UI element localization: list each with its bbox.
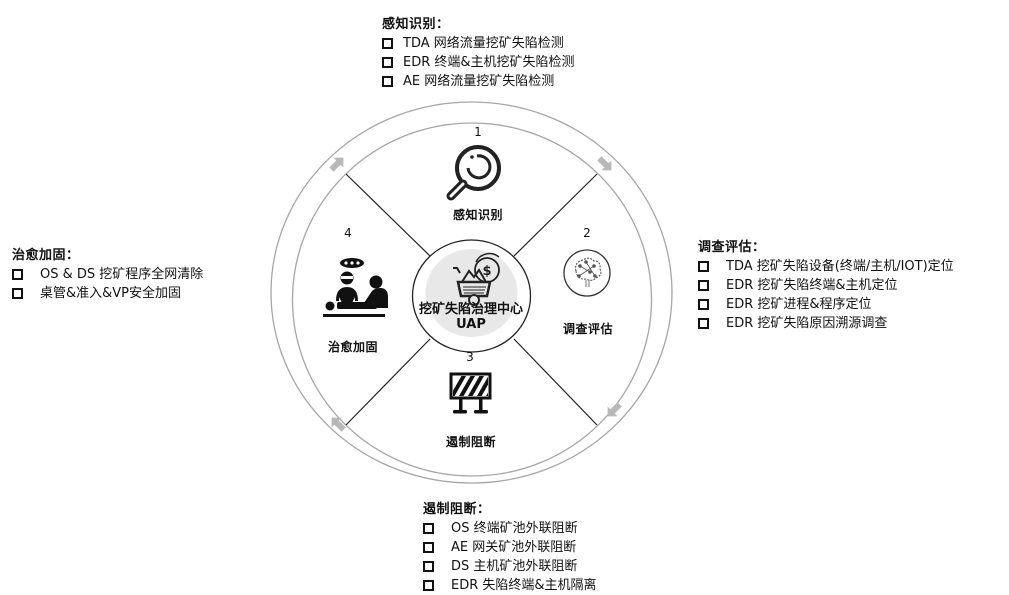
brain-network-icon bbox=[563, 249, 611, 297]
list-item: EDR 挖矿失陷原因溯源调查 bbox=[698, 314, 954, 333]
center-title: 挖矿失陷治理中心 bbox=[418, 302, 524, 317]
list-item: AE 网关矿池外联阻断 bbox=[423, 538, 597, 557]
checkbox-icon bbox=[423, 561, 434, 572]
clockwise-arrow-top-left bbox=[329, 157, 344, 172]
checkbox-icon bbox=[698, 299, 709, 310]
list-item: OS 终端矿池外联阻断 bbox=[423, 519, 597, 538]
inner-ring bbox=[291, 122, 653, 477]
checkbox-icon bbox=[423, 580, 434, 591]
center-subtitle: UAP bbox=[456, 317, 486, 332]
clockwise-arrow-bottom-left bbox=[331, 417, 346, 432]
checkbox-icon bbox=[698, 280, 709, 291]
magnifier-icon bbox=[446, 145, 501, 201]
mining-cart-bitcoin-icon: $ bbox=[453, 252, 500, 306]
segment-2-number: 2 bbox=[583, 226, 591, 240]
callout-detect-title: 感知识别： bbox=[382, 17, 450, 32]
segment-dividers bbox=[345, 173, 598, 426]
list-item: 桌管&准入&VP安全加固 bbox=[12, 284, 203, 303]
checkbox-icon bbox=[698, 261, 709, 272]
checkbox-icon bbox=[12, 288, 23, 299]
callout-remediate-title: 治愈加固： bbox=[12, 248, 80, 263]
checkbox-icon bbox=[698, 318, 709, 329]
callout-remediate: 治愈加固： OS & DS 挖矿程序全网清除 桌管&准入&VP安全加固 bbox=[12, 246, 203, 303]
list-item: EDR 终端&主机挖矿失陷检测 bbox=[382, 53, 575, 72]
list-item: TDA 网络流量挖矿失陷检测 bbox=[382, 34, 575, 53]
checkbox-icon bbox=[423, 523, 434, 534]
callout-contain: 遏制阻断： OS 终端矿池外联阻断 AE 网关矿池外联阻断 DS 主机矿池外联阻… bbox=[423, 500, 597, 595]
outer-ring bbox=[270, 101, 673, 484]
list-item: EDR 挖矿进程&程序定位 bbox=[698, 295, 954, 314]
list-item: TDA 挖矿失陷设备(终端/主机/IOT)定位 bbox=[698, 257, 954, 276]
segment-2-label: 调查评估 bbox=[562, 322, 614, 336]
segment-4-number: 4 bbox=[344, 226, 352, 240]
segment-4-label: 治愈加固 bbox=[327, 340, 379, 354]
checkbox-icon bbox=[12, 269, 23, 280]
list-item: DS 主机矿池外联阻断 bbox=[423, 557, 597, 576]
list-item: EDR 失陷终端&主机隔离 bbox=[423, 576, 597, 595]
callout-investigate-title: 调查评估： bbox=[698, 240, 766, 255]
checkbox-icon bbox=[423, 542, 434, 553]
segment-1-number: 1 bbox=[474, 125, 482, 139]
callout-detect: 感知识别： TDA 网络流量挖矿失陷检测 EDR 终端&主机挖矿失陷检测 AE … bbox=[382, 15, 575, 91]
svg-text:$: $ bbox=[482, 264, 491, 279]
segment-3-label: 遏制阻断 bbox=[445, 435, 497, 449]
list-item: EDR 挖矿失陷终端&主机定位 bbox=[698, 276, 954, 295]
surgery-icon bbox=[323, 258, 388, 317]
clockwise-arrow-top-right bbox=[597, 156, 612, 171]
checkbox-icon bbox=[382, 76, 393, 87]
checkbox-icon bbox=[382, 38, 393, 49]
checkbox-icon bbox=[382, 57, 393, 68]
clockwise-arrow-bottom-right bbox=[607, 402, 622, 417]
list-item: AE 网络流量挖矿失陷检测 bbox=[382, 72, 575, 91]
barrier-icon bbox=[449, 372, 492, 414]
callout-contain-title: 遏制阻断： bbox=[423, 502, 491, 517]
center-hub-label: 挖矿失陷治理中心 UAP bbox=[419, 302, 523, 332]
segment-3-number: 3 bbox=[466, 350, 474, 364]
segment-1-label: 感知识别 bbox=[452, 208, 504, 222]
list-item: OS & DS 挖矿程序全网清除 bbox=[12, 265, 203, 284]
callout-investigate: 调查评估： TDA 挖矿失陷设备(终端/主机/IOT)定位 EDR 挖矿失陷终端… bbox=[698, 238, 954, 333]
